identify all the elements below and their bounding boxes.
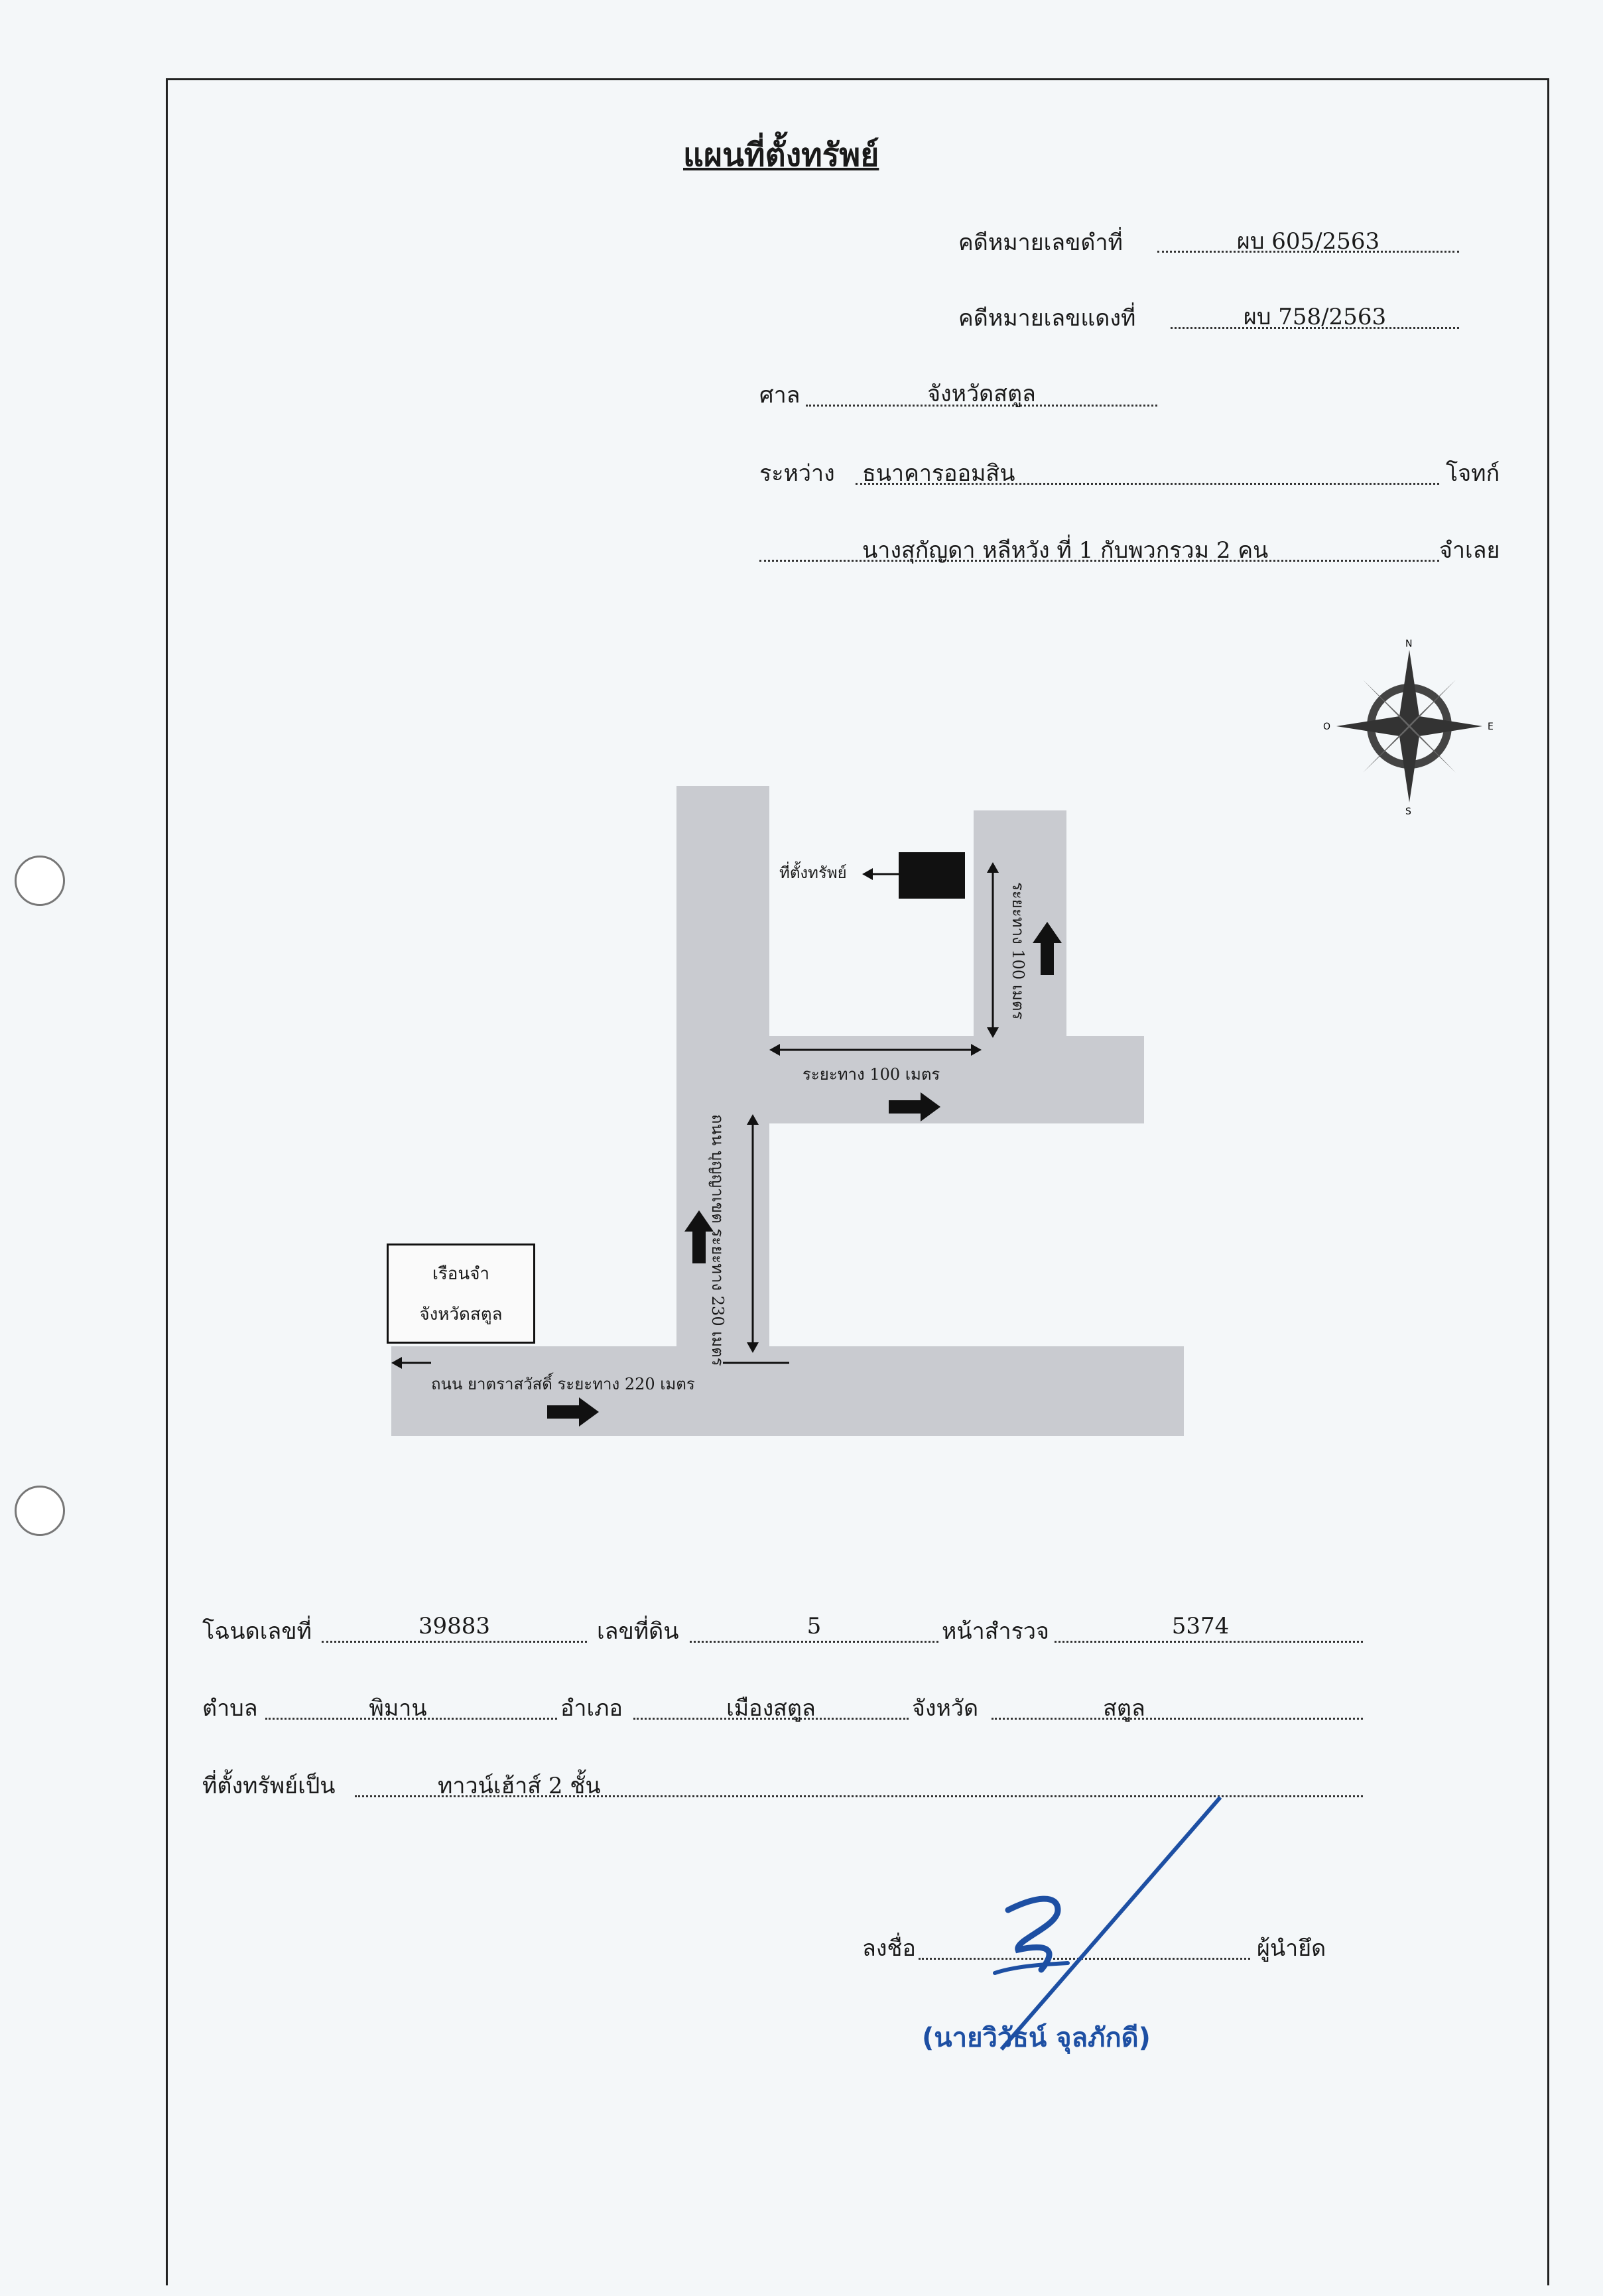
province-name: สตูล (1103, 1695, 1145, 1722)
direction-arrow-right-icon (889, 1092, 940, 1121)
direction-arrow-up-icon (684, 1210, 714, 1263)
property-type-label: ที่ตั้งทรัพย์เป็น (202, 1773, 336, 1799)
page-border (166, 78, 1549, 2285)
punch-hole (15, 856, 65, 906)
compass-s: S (1405, 806, 1411, 816)
plaintiff-label: โจทก์ (1446, 460, 1500, 487)
road-bottom-dimension-start (391, 1357, 431, 1369)
land-no-label: เลขที่ดิน (597, 1618, 679, 1645)
prison-box: เรือนจำ จังหวัดสตูล (387, 1244, 535, 1344)
land-no-line (690, 1616, 938, 1643)
road-vertical (676, 786, 769, 1363)
property-type-line (355, 1770, 1363, 1797)
between-label: ระหว่าง (759, 460, 835, 487)
land-number: 5 (806, 1613, 822, 1639)
prison-line2: จังหวัดสตูล (419, 1305, 503, 1324)
direction-arrow-up-icon (1033, 922, 1062, 975)
district-name: เมืองสตูล (726, 1695, 816, 1722)
road-vertical-dimension (747, 1114, 759, 1353)
survey-line (1055, 1616, 1363, 1643)
red-case-label: คดีหมายเลขแดงที่ (958, 305, 1136, 332)
province-label: จังหวัด (912, 1695, 979, 1722)
deed-number: 39883 (418, 1613, 491, 1639)
compass-n: N (1405, 639, 1412, 649)
compass-w: O (1323, 722, 1330, 732)
road-bottom-dimension (723, 1362, 789, 1364)
court-label: ศาล (759, 382, 801, 409)
plaintiff-name: ธนาคารออมสิน (862, 460, 1015, 487)
property-pointer-icon (862, 868, 899, 880)
prison-line1: เรือนจำ (432, 1264, 490, 1284)
defendant-name: นางสุกัญดา หลีหวัง ที่ 1 กับพวกรวม 2 คน (862, 537, 1269, 564)
page-title: แผนที่ตั้งทรัพย์ (683, 137, 879, 174)
road-middle-dimension (769, 1044, 982, 1056)
red-case-line (1171, 302, 1459, 329)
property-block (899, 852, 965, 899)
court-name: จังหวัดสตูล (927, 381, 1036, 407)
survey-number: 5374 (1171, 1613, 1230, 1639)
signer-role: ผู้นำยึด (1257, 1935, 1326, 1962)
survey-label: หน้าสำรวจ (942, 1618, 1049, 1645)
compass-e: E (1488, 722, 1494, 732)
court-line (806, 379, 1157, 407)
road-bottom-label: ถนน ยาตราสวัสดิ์ ระยะทาง 220 เมตร (431, 1375, 695, 1393)
subdistrict-line (265, 1692, 557, 1720)
sign-label: ลงชื่อ (862, 1935, 916, 1962)
punch-hole (15, 1486, 65, 1536)
property-type: ทาวน์เฮ้าส์ 2 ชั้น (438, 1773, 601, 1799)
black-case-number: ผบ 605/2563 (1236, 228, 1380, 255)
deed-label: โฉนดเลขที่ (202, 1618, 312, 1645)
handwritten-signature (993, 1796, 1222, 2051)
district-label: อำเภอ (560, 1695, 623, 1722)
signature-line (919, 1933, 1250, 1960)
property-label: ที่ตั้งทรัพย์ (779, 863, 847, 882)
road-bottom (391, 1346, 1184, 1436)
defendant-label: จำเลย (1439, 537, 1500, 564)
road-right (974, 810, 1066, 1039)
road-middle-label: ระยะทาง 100 เมตร (802, 1065, 940, 1084)
black-case-line (1157, 225, 1459, 253)
plaintiff-line (856, 458, 1439, 485)
deed-line (322, 1616, 587, 1643)
compass-rose-icon: N S E O (1323, 639, 1494, 816)
subdistrict-label: ตำบล (202, 1695, 258, 1722)
direction-arrow-right-icon (547, 1397, 599, 1427)
defendant-line (759, 535, 1439, 562)
signer-name: (นายวิวัธน์ จุลภักดี) (922, 2023, 1151, 2053)
province-line (992, 1692, 1363, 1720)
subdistrict-name: พิมาน (369, 1695, 427, 1722)
road-right-dimension (987, 862, 999, 1038)
black-case-label: คดีหมายเลขดำที่ (958, 229, 1123, 256)
road-right-label: ระยะทาง 100 เมตร (1009, 882, 1027, 1020)
red-case-number: ผบ 758/2563 (1243, 304, 1387, 330)
district-line (633, 1692, 909, 1720)
